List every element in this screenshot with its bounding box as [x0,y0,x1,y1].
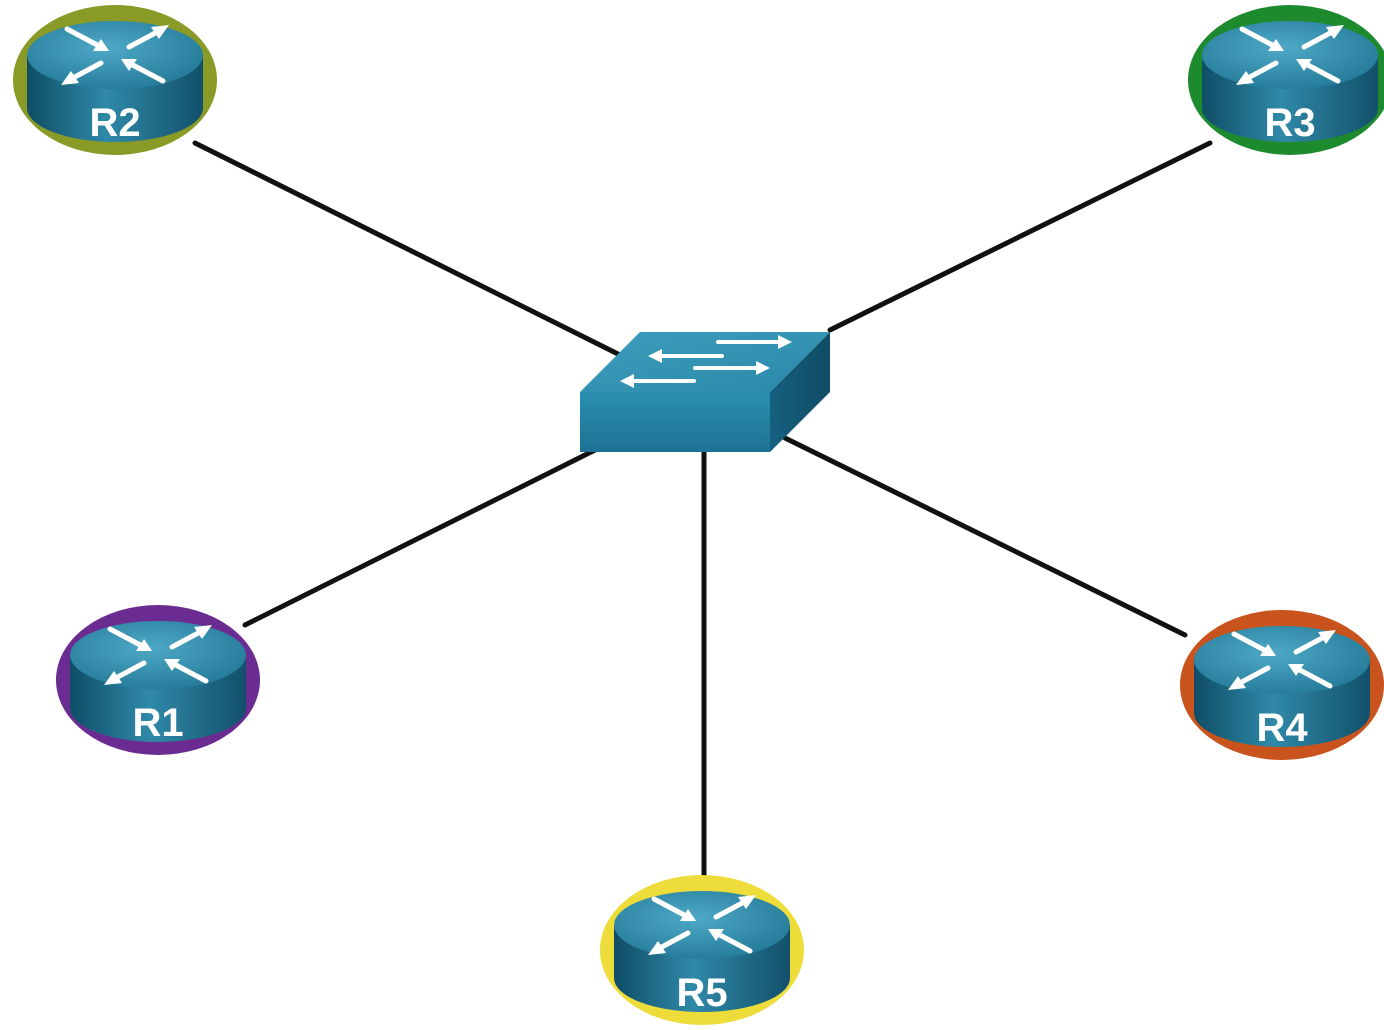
switch-icon[interactable] [580,332,830,452]
router-r2[interactable]: R2 [13,5,217,155]
link-switch-r2 [192,140,623,358]
router-label: R3 [1264,101,1315,145]
link-switch-r3 [827,140,1213,333]
router-r4[interactable]: R4 [1180,610,1384,760]
router-label: R5 [676,971,727,1015]
router-r3[interactable]: R3 [1188,5,1384,155]
router-label: R2 [89,101,140,145]
link-switch-r1 [242,447,598,628]
router-label: R4 [1256,706,1308,750]
links [192,140,1213,883]
router-r1[interactable]: R1 [56,605,260,755]
router-label: R1 [132,701,183,745]
router-r5[interactable]: R5 [600,875,804,1025]
link-switch-r4 [782,435,1188,638]
